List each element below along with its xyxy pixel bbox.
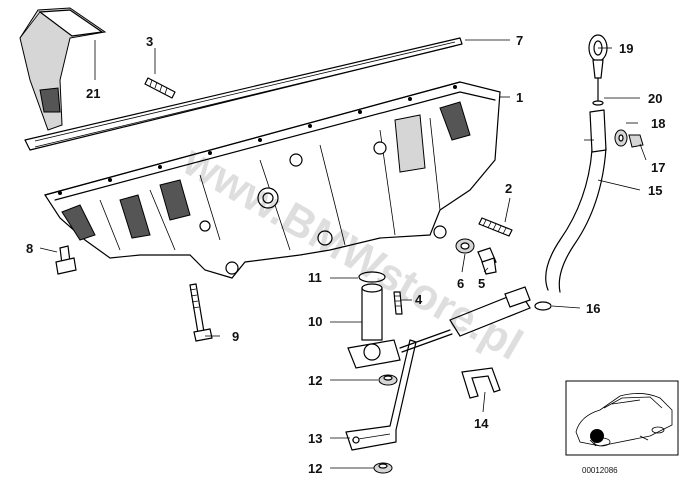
- callout-4: 4: [415, 292, 423, 307]
- callouts: 1 2 3 4 5 6 7 8 9 10 11 12 12 13 14 15 1…: [26, 33, 665, 476]
- part-1-oil-pan: [44, 81, 501, 279]
- callout-15: 15: [648, 183, 662, 198]
- part-10-pickup-tube: [347, 283, 401, 369]
- callout-2: 2: [505, 181, 512, 196]
- part-5-drain-plug: [477, 247, 497, 275]
- callout-11: 11: [308, 270, 322, 285]
- callout-14: 14: [474, 416, 489, 431]
- callout-3: 3: [146, 34, 153, 49]
- part-17-nut: [628, 134, 644, 148]
- callout-9: 9: [232, 329, 239, 344]
- callout-8: 8: [26, 241, 33, 256]
- inset-frame: [565, 380, 679, 456]
- inset-code: 00012086: [582, 466, 618, 475]
- part-19-dipstick: [588, 34, 608, 101]
- part-12-grommet-upper: [378, 374, 398, 386]
- inset-car-thumbnail: 00012086: [565, 380, 679, 475]
- location-marker: [590, 429, 604, 443]
- part-4-stud: [393, 291, 403, 315]
- part-6-washer: [455, 238, 475, 254]
- callout-5: 5: [478, 276, 485, 291]
- car-silhouette: [575, 393, 673, 447]
- callout-19: 19: [619, 41, 633, 56]
- leader-lines: [39, 39, 647, 469]
- part-16-o-ring: [534, 301, 552, 311]
- part-2-stud: [478, 217, 513, 237]
- part-14-clip: [461, 367, 501, 399]
- callout-21: 21: [86, 86, 100, 101]
- callout-17: 17: [651, 160, 665, 175]
- part-3-stud: [144, 77, 176, 99]
- callout-13: 13: [308, 431, 322, 446]
- callout-6: 6: [457, 276, 464, 291]
- part-21-cover: [19, 7, 107, 131]
- part-15-guide-tube: [545, 109, 607, 293]
- callout-12-lower: 12: [308, 461, 322, 476]
- callout-1: 1: [516, 90, 523, 105]
- oil-level-sensor: [399, 286, 531, 353]
- part-11-o-ring: [358, 271, 386, 283]
- part-8-bolt: [55, 245, 77, 275]
- part-20-o-ring: [592, 100, 604, 106]
- callout-7: 7: [516, 33, 523, 48]
- part-12-grommet-lower: [373, 462, 393, 474]
- part-9-long-bolt: [189, 283, 213, 342]
- callout-20: 20: [648, 91, 662, 106]
- callout-18: 18: [651, 116, 665, 131]
- callout-12-upper: 12: [308, 373, 322, 388]
- callout-10: 10: [308, 314, 322, 329]
- part-18-washer: [614, 129, 628, 147]
- part-7-gasket: [24, 37, 463, 151]
- callout-16: 16: [586, 301, 600, 316]
- part-13-bracket: [345, 339, 417, 451]
